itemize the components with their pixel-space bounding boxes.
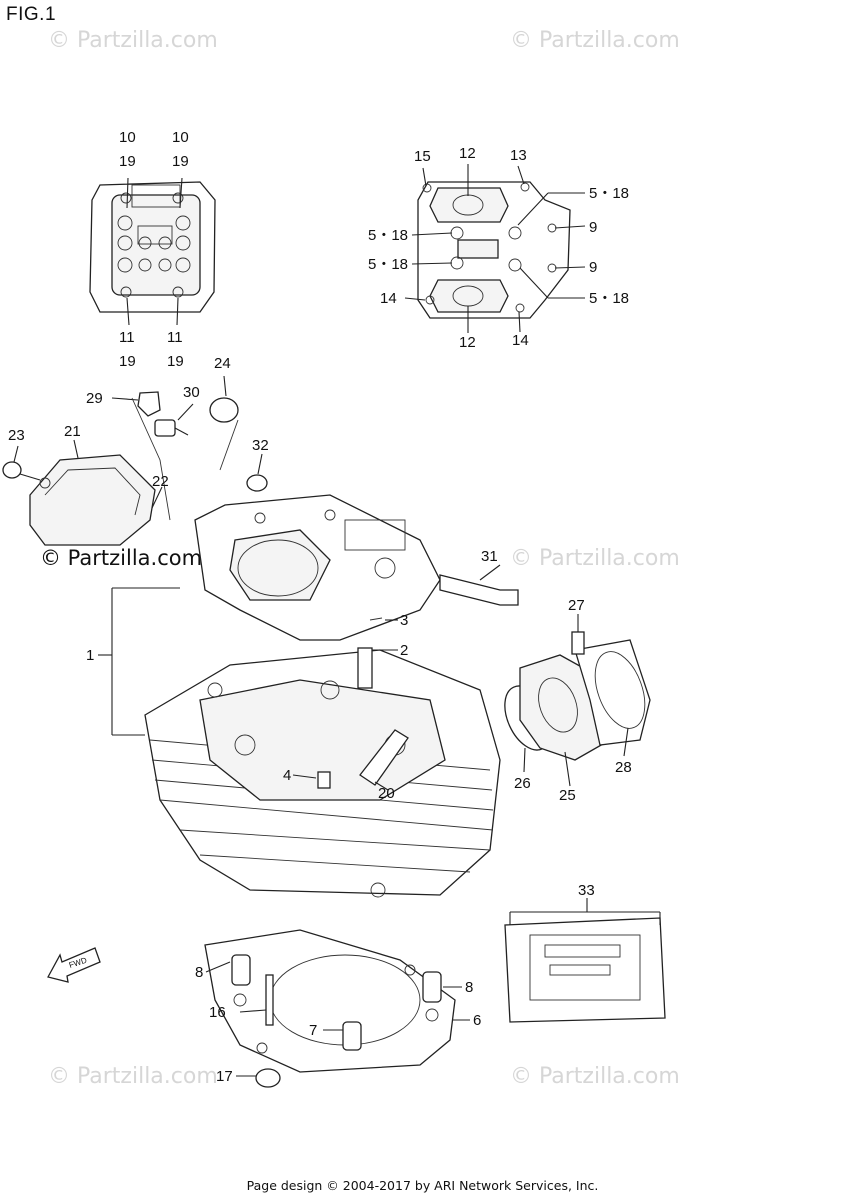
head-cover-assembly: [2, 375, 268, 546]
label-24: 24: [214, 355, 231, 372]
intake-manifold-block: [131, 397, 519, 641]
label-19-bottom-left: 19: [119, 353, 136, 370]
label-11-left: 11: [119, 329, 135, 346]
watermark-bottom-right: © Partzilla.com: [510, 1064, 680, 1089]
label-12-bottom: 12: [459, 334, 476, 351]
label-25: 25: [559, 787, 576, 804]
label-29: 29: [86, 390, 103, 407]
cylinder-head-underside-view: [404, 164, 586, 333]
label-5-18-top-right: 5・18: [589, 185, 629, 202]
cylinder-base-gasket: [204, 929, 470, 1088]
part-1-bracket: [98, 587, 180, 736]
label-9-lower: 9: [589, 259, 597, 276]
cylinder-body: [144, 617, 501, 898]
label-10-left: 10: [119, 129, 136, 146]
label-32: 32: [252, 437, 269, 454]
label-9-upper: 9: [589, 219, 597, 236]
label-10-right: 10: [172, 129, 189, 146]
callout-labels: 10 19 10 19 11 19 11 19 15 12 13 5・18 5・…: [8, 129, 632, 1085]
label-5-18-left-upper: 5・18: [368, 227, 408, 244]
label-27: 27: [568, 597, 585, 614]
watermark-top-right: © Partzilla.com: [510, 28, 680, 53]
label-11-right: 11: [167, 329, 183, 346]
label-31: 31: [481, 548, 498, 565]
label-3: 3: [400, 612, 408, 629]
label-15: 15: [414, 148, 431, 165]
label-12-top: 12: [459, 145, 476, 162]
cylinder-head-top-view: [89, 177, 216, 326]
label-19-right: 19: [172, 153, 189, 170]
watermark-mid-left: © Partzilla.com: [40, 546, 203, 570]
page-footer: Page design © 2004-2017 by ARI Network S…: [246, 1178, 599, 1193]
label-33: 33: [578, 882, 595, 899]
label-16: 16: [209, 1004, 226, 1021]
watermark-mid-right: © Partzilla.com: [510, 546, 680, 571]
label-26: 26: [514, 775, 531, 792]
label-4: 4: [283, 767, 291, 784]
label-5-18-left-lower: 5・18: [368, 256, 408, 273]
intake-pipe-parts: [504, 614, 651, 787]
label-22: 22: [152, 473, 169, 490]
label-19-bottom-right: 19: [167, 353, 184, 370]
label-6: 6: [473, 1012, 481, 1029]
label-7: 7: [309, 1022, 317, 1039]
label-17: 17: [216, 1068, 233, 1085]
label-20: 20: [378, 785, 395, 802]
label-21: 21: [64, 423, 81, 440]
label-8-right: 8: [465, 979, 473, 996]
label-14-left: 14: [380, 290, 397, 307]
label-13: 13: [510, 147, 527, 164]
warning-label-33: [504, 898, 666, 1023]
label-19-left: 19: [119, 153, 136, 170]
label-23: 23: [8, 427, 25, 444]
watermark-top-left: © Partzilla.com: [48, 28, 218, 53]
label-30: 30: [183, 384, 200, 401]
watermark-bottom-left: © Partzilla.com: [48, 1064, 218, 1089]
label-1: 1: [86, 647, 94, 664]
label-5-18-bottom-right: 5・18: [589, 290, 629, 307]
label-28: 28: [615, 759, 632, 776]
label-14-right: 14: [512, 332, 529, 349]
figure-title: FIG.1: [6, 4, 57, 25]
label-8-left: 8: [195, 964, 203, 981]
label-2: 2: [400, 642, 408, 659]
forward-direction-arrow: FWD: [47, 947, 101, 983]
